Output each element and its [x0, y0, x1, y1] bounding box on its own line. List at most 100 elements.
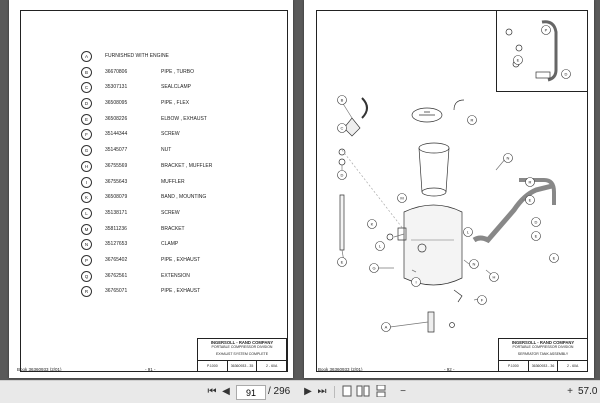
- parts-list-row: F 35144344 SCREW: [67, 128, 267, 144]
- parts-list-row: L 35138171 SCREW: [67, 207, 267, 223]
- item-letter-callout: H: [81, 160, 92, 172]
- item-letter-callout: E: [81, 113, 92, 125]
- part-number: 35127653: [105, 241, 128, 248]
- title-block-description: SEPARATOR TANK ASSEMBLY: [517, 352, 569, 356]
- title-block-subtitle: PORTABLE COMPRESSOR DIVISION: [211, 345, 273, 349]
- title-block-cell: 36360933 - 35: [228, 361, 258, 371]
- part-description: SEALCLAMP: [161, 84, 192, 91]
- part-description: MUFFLER: [161, 178, 185, 185]
- svg-text:R: R: [529, 180, 532, 185]
- total-pages: / 296: [268, 386, 291, 397]
- toolbar-separator: [334, 386, 335, 398]
- part-number: 35144344: [105, 131, 128, 138]
- page-number-input[interactable]: [236, 385, 266, 400]
- svg-text:N: N: [473, 262, 476, 267]
- right-page: B C D E G K L M I A R L N H F N E D E R …: [304, 0, 594, 378]
- two-page-view-icon[interactable]: [356, 385, 370, 399]
- last-page-icon[interactable]: ⏭: [317, 386, 327, 397]
- right-title-block: INGERSOLL - RAND COMPANY PORTABLE COMPRE…: [498, 338, 588, 372]
- item-letter-callout: L: [81, 207, 92, 219]
- part-number: 36762561: [105, 272, 128, 279]
- title-block-company: INGERSOLL - RAND COMPANY: [210, 340, 274, 345]
- svg-text:E: E: [535, 234, 538, 239]
- right-footer-book: Book 36360933 (2/01): [318, 367, 363, 372]
- parts-list-row: K 36508079 BAND , MOUNTING: [67, 191, 267, 207]
- part-number: 35307131: [105, 84, 128, 91]
- svg-text:L: L: [379, 244, 382, 249]
- title-block-cell: 2 - 60A: [567, 364, 579, 368]
- part-description: BAND , MOUNTING: [161, 194, 207, 201]
- previous-page-icon[interactable]: ◀: [222, 386, 230, 397]
- item-letter-callout: N: [81, 239, 92, 251]
- svg-text:D: D: [341, 173, 344, 178]
- item-letter-callout: A: [81, 51, 92, 62]
- part-description: PIPE , FLEX: [161, 100, 190, 107]
- svg-text:L: L: [467, 230, 470, 235]
- title-block-cell: P.1000: [198, 361, 228, 371]
- title-block-description: EXHAUST SYSTEM COMPLETE: [215, 352, 269, 356]
- title-block-cell: P.1000: [499, 361, 529, 371]
- pdf-toolbar: ⏮ ◀ / 296 ▶ ⏭ − + 57.0: [0, 380, 600, 403]
- svg-text:K: K: [371, 222, 374, 227]
- svg-text:B: B: [341, 98, 344, 103]
- part-description: FURNISHED WITH ENGINE: [105, 53, 169, 59]
- part-description: SCREW: [161, 131, 180, 138]
- svg-text:F: F: [481, 298, 484, 303]
- part-number: 36755569: [105, 162, 128, 169]
- svg-text:R: R: [471, 118, 474, 123]
- left-title-block: INGERSOLL - RAND COMPANY PORTABLE COMPRE…: [197, 338, 287, 372]
- part-description: NUT: [161, 147, 172, 154]
- title-block-cell: 36360933 - 36: [529, 361, 559, 371]
- item-letter-callout: K: [81, 192, 92, 204]
- zoom-out-icon[interactable]: −: [400, 386, 406, 397]
- parts-list-row: A FURNISHED WITH ENGINE: [67, 50, 267, 66]
- part-number: 35811236: [105, 225, 127, 232]
- svg-text:E: E: [517, 58, 520, 63]
- svg-text:A: A: [385, 325, 388, 330]
- continuous-view-icon[interactable]: [374, 384, 388, 399]
- zoom-level[interactable]: 57.0: [578, 386, 598, 397]
- part-description: PIPE , EXHAUST: [161, 288, 201, 295]
- inset-detail-box: [496, 10, 588, 92]
- part-description: PIPE , TURBO: [161, 68, 194, 75]
- first-page-icon[interactable]: ⏮: [207, 386, 217, 397]
- zoom-in-icon[interactable]: +: [567, 386, 573, 397]
- item-letter-callout: Q: [81, 270, 92, 282]
- part-number: 36508079: [105, 194, 128, 201]
- part-description: SCREW: [161, 209, 180, 216]
- svg-text:N: N: [507, 156, 510, 161]
- part-description: CLAMP: [161, 241, 179, 248]
- single-page-view-icon[interactable]: [340, 385, 354, 399]
- part-description: ELBOW , EXHAUST: [161, 115, 207, 122]
- svg-text:G: G: [372, 266, 375, 271]
- svg-text:M: M: [400, 196, 403, 201]
- part-description: BRACKET: [161, 225, 185, 232]
- svg-text:H: H: [493, 275, 496, 280]
- svg-text:D: D: [565, 72, 568, 77]
- part-number: 36755643: [105, 178, 128, 185]
- part-description: PIPE , EXHAUST: [161, 256, 201, 263]
- svg-text:P: P: [545, 28, 548, 33]
- item-letter-callout: M: [81, 223, 92, 235]
- left-page-frame: [20, 10, 288, 372]
- item-letter-callout: I: [81, 176, 92, 188]
- part-number: 36508095: [105, 100, 128, 107]
- left-footer-page: - 91 -: [145, 367, 156, 372]
- part-number: 35138171: [105, 209, 128, 216]
- title-block-subtitle: PORTABLE COMPRESSOR DIVISION: [512, 345, 574, 349]
- next-page-icon[interactable]: ▶: [304, 386, 312, 397]
- item-letter-callout: F: [81, 129, 92, 141]
- exploded-parts-diagram: B C D E G K L M I A R L N H F N E D E R …: [337, 20, 571, 333]
- item-letter-callout: B: [81, 66, 92, 78]
- item-letter-callout: R: [81, 286, 92, 298]
